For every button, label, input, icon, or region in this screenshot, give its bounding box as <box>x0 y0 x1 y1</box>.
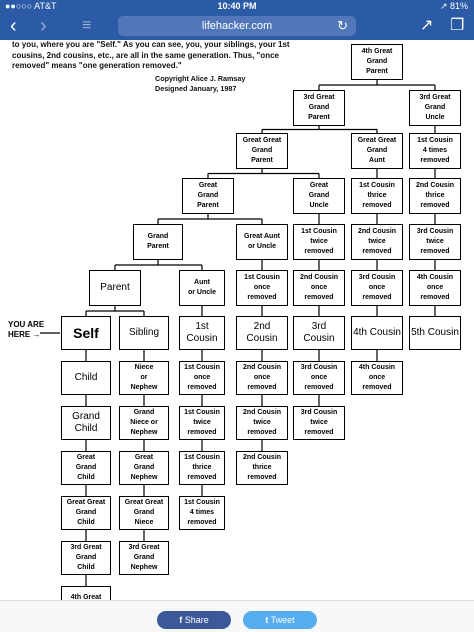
relation-box-self: Self <box>61 316 111 350</box>
relation-box-c2-3d: 2nd Cousin thrice removed <box>236 451 288 485</box>
relation-box-c2-2: 2nd Cousin twice removed <box>351 224 403 260</box>
relation-box-c3-2: 3rd Cousin twice removed <box>409 224 461 260</box>
menu-icon[interactable]: ≡ <box>82 17 92 34</box>
relation-box-ggc: Great Grand Child <box>61 451 111 485</box>
tweet-button[interactable]: t Tweet <box>243 611 317 629</box>
relation-box-par: Parent <box>89 270 141 306</box>
relation-box-c3-1: 3rd Cousin once removed <box>351 270 403 306</box>
relation-box-gp2: Great Grand Parent <box>182 178 234 214</box>
relation-box-c2: 2nd Cousin <box>236 316 288 350</box>
share-bar: f Share t Tweet <box>0 600 474 632</box>
address-bar[interactable]: lifehacker.com ↻ <box>118 16 356 36</box>
relation-box-c2-2d: 2nd Cousin twice removed <box>236 406 288 440</box>
credit: Copyright Alice J. Ramsay Designed Janua… <box>155 74 245 94</box>
facebook-icon: f <box>179 615 183 625</box>
relation-box-gp: Grand Parent <box>133 224 183 260</box>
status-bar: ●●○○○ AT&T 10:40 PM ↗ 81% <box>0 0 474 12</box>
relation-box-c2-1: 2nd Cousin once removed <box>293 270 345 306</box>
relation-box-c3-2d: 3rd Cousin twice removed <box>293 406 345 440</box>
relation-box-3gp: 3rd Great Grand Parent <box>293 90 345 126</box>
relation-box-c2-4: 2nd Cousin thrice removed <box>409 178 461 214</box>
relation-box-c3-1d: 3rd Cousin once removed <box>293 361 345 395</box>
relation-box-c5: 5th Cousin <box>409 316 461 350</box>
relation-box-c1-1: 1st Cousin once removed <box>236 270 288 306</box>
relation-box-c1-4d: 1st Cousin 4 times removed <box>179 496 225 530</box>
relation-box-gu2: Great Grand Uncle <box>293 178 345 214</box>
relation-box-c2-1d: 2nd Cousin once removed <box>236 361 288 395</box>
relation-box-3ggn: 3rd Great Grand Nephew <box>119 541 169 575</box>
relation-box-au: Aunt or Uncle <box>179 270 225 306</box>
credit-line: Copyright Alice J. Ramsay <box>155 74 246 83</box>
forward-button[interactable]: › <box>40 15 47 37</box>
reload-icon[interactable]: ↻ <box>337 18 348 33</box>
relation-box-gnn: Grand Niece or Nephew <box>119 406 169 440</box>
relation-box-ch: Child <box>61 361 111 395</box>
relation-box-c3: 3rd Cousin <box>293 316 345 350</box>
relation-box-c1-1d: 1st Cousin once removed <box>179 361 225 395</box>
relation-box-c4-1d: 4th Cousin once removed <box>351 361 403 395</box>
relation-box-gc: Grand Child <box>61 406 111 440</box>
relation-box-c1-3: 1st Cousin thrice removed <box>351 178 403 214</box>
you-are-here-label: YOU ARE HERE → <box>8 320 45 339</box>
relation-box-4gg: 4th Great Grand Parent <box>351 44 403 80</box>
tree-connectors <box>40 80 436 586</box>
credit-line: Designed January, 1987 <box>155 84 237 93</box>
browser-toolbar: ‹ › ≡ lifehacker.com ↻ ↗ ❐ <box>0 12 474 40</box>
relation-box-4ggc: 4th Great Grand <box>61 586 111 600</box>
facebook-share-button[interactable]: f Share <box>157 611 231 629</box>
tweet-label: Tweet <box>270 615 295 625</box>
relation-box-ggp: Great Great Grand Parent <box>236 133 288 169</box>
relation-box-gggn: Great Great Grand Niece <box>119 496 169 530</box>
relation-box-gggc: Great Great Grand Child <box>61 496 111 530</box>
twitter-icon: t <box>265 615 269 625</box>
url-text: lifehacker.com <box>201 20 273 32</box>
relation-box-3gu: 3rd Great Grand Uncle <box>409 90 461 126</box>
relation-box-nn: Niece or Nephew <box>119 361 169 395</box>
relation-box-3ggc: 3rd Great Grand Child <box>61 541 111 575</box>
relation-box-c1-3d: 1st Cousin thrice removed <box>179 451 225 485</box>
back-button[interactable]: ‹ <box>10 15 17 37</box>
intro-text: to you, where you are "Self." As you can… <box>12 40 290 70</box>
carrier: ●●○○○ AT&T <box>5 1 57 11</box>
share-label: Share <box>184 615 209 625</box>
relation-box-c4-1: 4th Cousin once removed <box>409 270 461 306</box>
relation-box-ggu: Great Great Grand Aunt <box>351 133 403 169</box>
relation-box-c1-2d: 1st Cousin twice removed <box>179 406 225 440</box>
battery-indicator: ↗ 81% <box>439 1 468 11</box>
share-icon[interactable]: ↗ <box>420 17 434 34</box>
tabs-icon[interactable]: ❐ <box>450 17 465 34</box>
relation-box-c4: 4th Cousin <box>351 316 403 350</box>
relation-box-c1-4: 1st Cousin 4 times removed <box>409 133 461 169</box>
relation-box-ggn: Great Grand Nephew <box>119 451 169 485</box>
relation-box-gau: Great Aunt or Uncle <box>236 224 288 260</box>
relation-box-c1: 1st Cousin <box>179 316 225 350</box>
relation-box-sib: Sibling <box>119 316 169 350</box>
clock: 10:40 PM <box>217 1 257 11</box>
article-image: to you, where you are "Self." As you can… <box>0 40 474 600</box>
relation-box-c1-2: 1st Cousin twice removed <box>293 224 345 260</box>
